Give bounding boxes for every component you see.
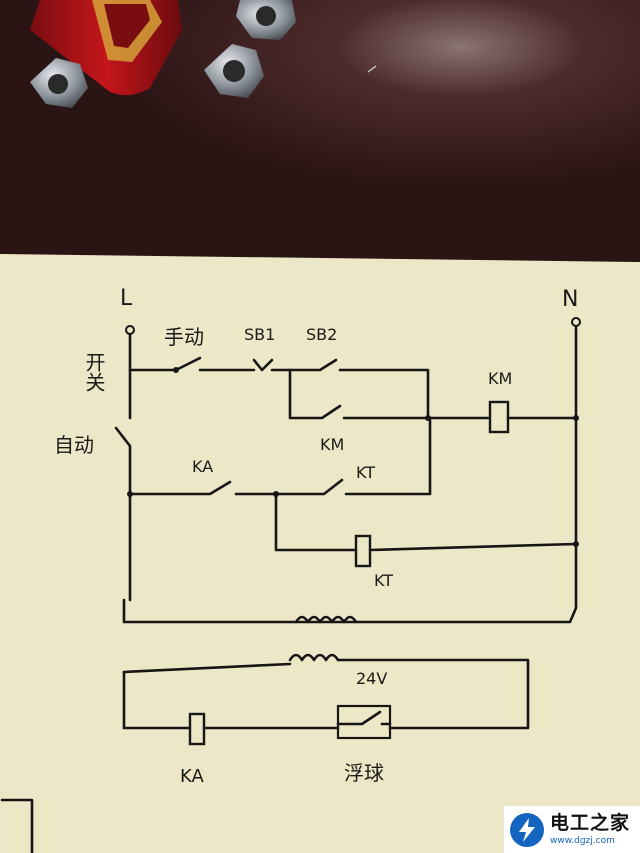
sb1-label: SB1 [244,325,275,344]
watermark-logo: 电工之家 www.dgzj.com [504,806,640,853]
km-aux-label: KM [320,435,344,454]
kt-coil [354,534,372,568]
watermark-url: www.dgzj.com [550,835,615,846]
kt-coil-label: KT [374,571,393,590]
transformer-primary [294,615,358,624]
ka-contact-label: KA [192,457,213,476]
km-coil-label: KM [488,369,512,388]
watermark-name: 电工之家 [550,811,631,834]
ka-contact [128,480,278,496]
hex-nut-middle [204,44,264,98]
wire-kt-to-n [368,542,578,552]
lightning-icon [510,812,544,847]
sb2-contact [288,358,430,420]
transformer-secondary [288,653,340,662]
hex-nut-top [236,0,296,40]
km-coil [488,400,510,434]
hex-nut-left [30,58,88,108]
secondary-left [122,670,192,730]
voltage-label: 24V [356,669,387,688]
terminal-n-label: N [562,287,578,312]
ka-coil-label: KA [180,766,204,787]
sb1-contact [252,358,292,372]
terminal-l-label: L [120,286,133,311]
manual-label: 手动 [164,325,204,349]
auto-label: 自动 [54,433,94,457]
wire-n-vertical [122,324,578,624]
corner-mark [0,798,34,853]
auto-switch-blade [114,426,132,602]
ka-coil [188,712,206,746]
paper [0,254,640,853]
selector-switch-label: 开关 [82,352,106,392]
secondary-top [122,658,530,730]
lighter-object [30,0,182,96]
float-switch-contact [336,710,392,726]
wire-to-kt-coil [274,492,358,552]
manual-switch-contact [174,356,256,372]
kt-contact-label: KT [356,463,375,482]
float-switch-label: 浮球 [344,761,384,785]
km-hold-branch [288,368,430,420]
sb2-label: SB2 [306,325,337,344]
kt-contact [274,416,432,496]
float-switch [336,704,392,740]
